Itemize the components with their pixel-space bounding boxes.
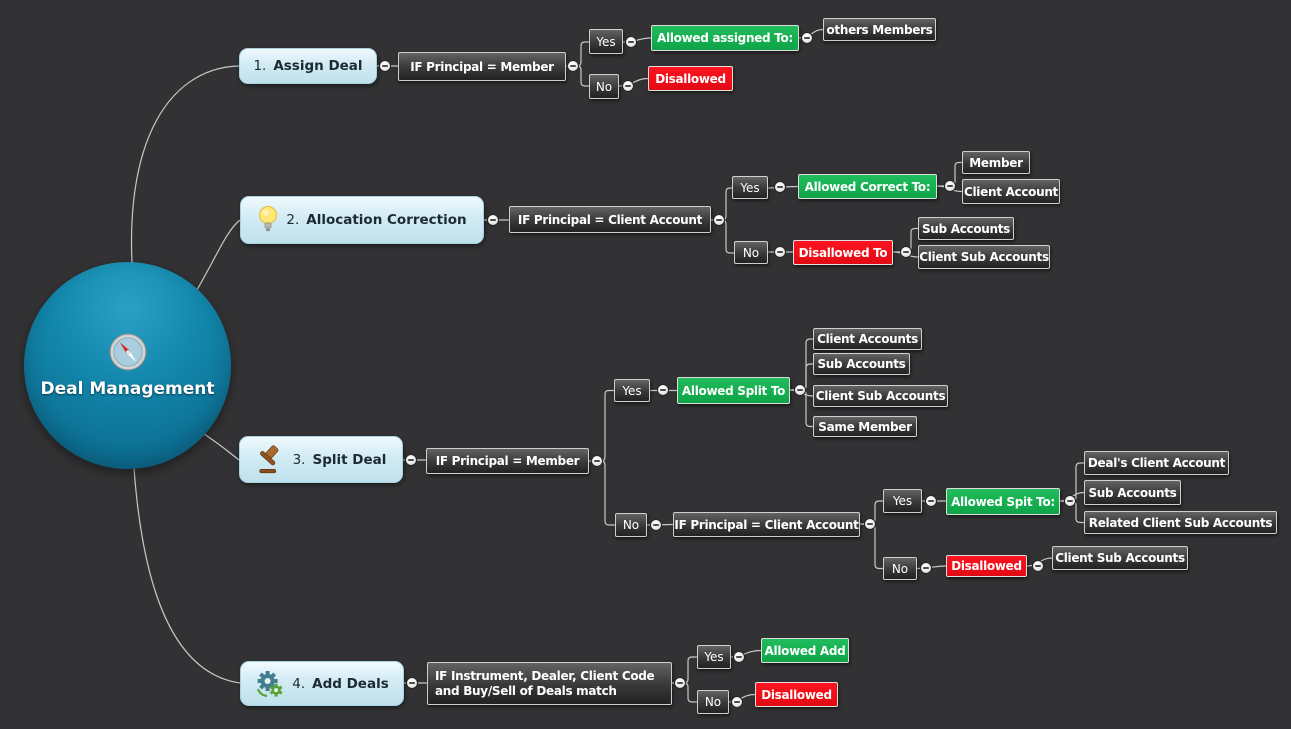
no-node-split-nested[interactable]: No bbox=[883, 557, 917, 580]
leaf-sub-accounts[interactable]: Sub Accounts bbox=[1084, 480, 1181, 505]
collapse-button[interactable] bbox=[944, 180, 956, 192]
condition-split-nested[interactable]: IF Principal = Client Account bbox=[673, 512, 860, 537]
leaf-sub-accounts[interactable]: Sub Accounts bbox=[813, 353, 910, 375]
leaf-member[interactable]: Member bbox=[962, 151, 1030, 174]
topic-add-deals[interactable]: 4. Add Deals bbox=[240, 661, 404, 706]
central-topic-label: Deal Management bbox=[40, 378, 215, 399]
no-node-allocation[interactable]: No bbox=[734, 241, 768, 264]
leaf-deals-client-account[interactable]: Deal's Client Account bbox=[1084, 451, 1229, 475]
collapse-button[interactable] bbox=[622, 80, 634, 92]
topic-label: Add Deals bbox=[312, 675, 389, 692]
leaf-related-client-sub-accounts[interactable]: Related Client Sub Accounts bbox=[1084, 511, 1277, 534]
allowed-result-split[interactable]: Allowed Split To bbox=[677, 377, 790, 404]
central-topic[interactable]: Deal Management bbox=[24, 262, 231, 469]
yes-node-allocation[interactable]: Yes bbox=[732, 176, 768, 199]
leaf-client-sub-accounts[interactable]: Client Sub Accounts bbox=[813, 385, 948, 407]
topic-split-deal[interactable]: 3. Split Deal bbox=[239, 436, 403, 483]
collapse-button[interactable] bbox=[713, 214, 725, 226]
topic-label: Split Deal bbox=[312, 451, 387, 468]
collapse-button[interactable] bbox=[920, 562, 932, 574]
compass-icon bbox=[109, 333, 147, 371]
gavel-icon bbox=[256, 444, 286, 475]
allowed-result-add[interactable]: Allowed Add bbox=[761, 638, 849, 663]
no-node-add[interactable]: No bbox=[697, 690, 729, 714]
topic-number: 2. bbox=[286, 212, 300, 228]
collapse-button[interactable] bbox=[567, 60, 579, 72]
leaf-sub-accounts[interactable]: Sub Accounts bbox=[918, 217, 1014, 240]
collapse-button[interactable] bbox=[900, 246, 912, 258]
disallowed-result-allocation[interactable]: Disallowed To bbox=[793, 240, 893, 265]
topic-number: 1. bbox=[253, 58, 267, 74]
collapse-button[interactable] bbox=[1032, 560, 1044, 572]
condition-allocation[interactable]: IF Principal = Client Account bbox=[509, 206, 711, 233]
collapse-button[interactable] bbox=[925, 495, 937, 507]
disallowed-result-assign[interactable]: Disallowed bbox=[648, 66, 733, 91]
collapse-button[interactable] bbox=[733, 651, 745, 663]
leaf-same-member[interactable]: Same Member bbox=[813, 416, 917, 437]
topic-number: 3. bbox=[292, 451, 306, 468]
collapse-button[interactable] bbox=[731, 696, 743, 708]
disallowed-result-split-nested[interactable]: Disallowed bbox=[946, 555, 1027, 577]
allowed-result-assign[interactable]: Allowed assigned To: bbox=[651, 25, 799, 51]
collapse-button[interactable] bbox=[379, 60, 391, 72]
collapse-button[interactable] bbox=[794, 384, 806, 396]
topic-label: Allocation Correction bbox=[306, 212, 467, 228]
yes-node-assign[interactable]: Yes bbox=[589, 29, 623, 54]
collapse-button[interactable] bbox=[406, 677, 418, 689]
condition-split[interactable]: IF Principal = Member bbox=[426, 448, 589, 474]
collapse-button[interactable] bbox=[801, 32, 813, 44]
leaf-client-account[interactable]: Client Account bbox=[962, 179, 1060, 204]
allowed-result-split-nested[interactable]: Allowed Spit To: bbox=[946, 488, 1060, 515]
bulb-icon bbox=[257, 205, 279, 235]
leaf-others-members[interactable]: others Members bbox=[823, 18, 936, 41]
leaf-client-sub-accounts[interactable]: Client Sub Accounts bbox=[918, 245, 1050, 269]
collapse-button[interactable] bbox=[1064, 495, 1076, 507]
collapse-button[interactable] bbox=[674, 677, 686, 689]
no-node-split[interactable]: No bbox=[615, 513, 647, 537]
topic-allocation-correction[interactable]: 2. Allocation Correction bbox=[240, 196, 484, 244]
collapse-button[interactable] bbox=[774, 181, 786, 193]
collapse-button[interactable] bbox=[650, 519, 662, 531]
collapse-button[interactable] bbox=[864, 518, 876, 530]
topic-number: 4. bbox=[292, 675, 306, 692]
condition-assign-deal[interactable]: IF Principal = Member bbox=[398, 52, 566, 81]
collapse-button[interactable] bbox=[625, 36, 637, 48]
yes-node-add[interactable]: Yes bbox=[697, 645, 731, 669]
condition-add-deals[interactable]: IF Instrument, Dealer, Client Code and B… bbox=[427, 662, 672, 705]
topic-assign-deal[interactable]: 1. Assign Deal bbox=[239, 48, 377, 84]
collapse-button[interactable] bbox=[591, 455, 603, 467]
yes-node-split-nested[interactable]: Yes bbox=[883, 489, 922, 513]
collapse-button[interactable] bbox=[657, 384, 669, 396]
disallowed-result-add[interactable]: Disallowed bbox=[755, 682, 838, 707]
leaf-client-accounts[interactable]: Client Accounts bbox=[813, 328, 922, 350]
no-node-assign[interactable]: No bbox=[589, 74, 619, 99]
collapse-button[interactable] bbox=[405, 454, 417, 466]
topic-label: Assign Deal bbox=[273, 58, 363, 74]
gears-icon bbox=[255, 669, 285, 699]
leaf-client-sub-accounts[interactable]: Client Sub Accounts bbox=[1052, 546, 1188, 570]
collapse-button[interactable] bbox=[774, 246, 786, 258]
collapse-button[interactable] bbox=[487, 214, 499, 226]
yes-node-split[interactable]: Yes bbox=[614, 379, 650, 402]
allowed-result-allocation[interactable]: Allowed Correct To: bbox=[798, 174, 937, 199]
